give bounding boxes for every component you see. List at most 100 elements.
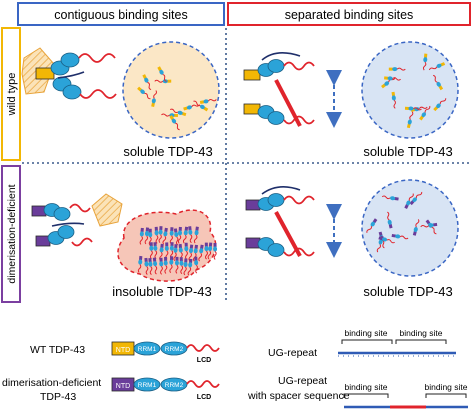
mini-molecule xyxy=(183,258,188,276)
mini-molecule xyxy=(213,242,218,260)
mini-molecule xyxy=(179,257,184,275)
mini-molecule xyxy=(199,99,217,104)
column-header-contiguous: contiguous binding sites xyxy=(17,2,225,26)
mini-molecule xyxy=(157,66,167,82)
mini-molecule xyxy=(163,256,168,274)
contiguous-header-frame xyxy=(17,2,225,26)
dimerisation-frame xyxy=(1,165,21,303)
legend-lcd-label: LCD xyxy=(197,394,211,401)
rna-strand xyxy=(57,71,85,79)
legend-rrm2-label: RRM2 xyxy=(165,382,184,389)
lcd-tail xyxy=(283,195,315,205)
legend-wt-label: WT TDP-43 xyxy=(30,344,85,356)
mini-molecule xyxy=(151,90,158,107)
mini-molecule xyxy=(422,53,428,71)
mini-molecule xyxy=(419,105,431,121)
mini-molecule xyxy=(182,226,189,244)
rrm-domain xyxy=(267,243,285,257)
wild-type-frame xyxy=(1,27,21,161)
rrm-domain xyxy=(267,193,285,207)
mini-molecule xyxy=(137,255,143,273)
mini-molecule xyxy=(381,77,396,89)
panel-top-right: soluble TDP-43 xyxy=(243,41,459,159)
mini-molecule xyxy=(404,106,422,111)
oligomer-hatch xyxy=(91,193,123,227)
mini-molecule xyxy=(173,228,179,246)
legend-rrm1 xyxy=(133,341,161,356)
rrm-domain xyxy=(60,52,80,68)
lcd-tail xyxy=(69,203,91,213)
rrm-domain xyxy=(57,225,75,239)
binding-site-bracket xyxy=(341,339,393,344)
molecule-cluster xyxy=(366,191,438,253)
binding-site-label: binding site xyxy=(399,328,442,338)
mini-molecule xyxy=(148,258,153,275)
mini-molecule xyxy=(144,227,150,245)
legend-ug-spacer-label-line1: UG-repeat xyxy=(278,375,327,387)
binding-site-bracket xyxy=(425,393,467,398)
legend-dd-construct: NTD RRM1 RRM2 LCD xyxy=(111,377,220,401)
legend-rrm1 xyxy=(133,377,161,392)
ntd-domain xyxy=(243,69,261,81)
mini-molecule xyxy=(387,211,393,229)
lcd-tail xyxy=(79,89,117,99)
mini-molecule xyxy=(162,227,168,245)
mini-molecule xyxy=(384,76,401,81)
panel-label: soluble TDP-43 xyxy=(363,284,452,299)
mini-molecule xyxy=(433,74,444,91)
mini-molecule xyxy=(378,236,395,244)
mini-molecule xyxy=(169,227,174,245)
mini-molecule xyxy=(174,256,179,274)
separated-header-label: separated binding sites xyxy=(285,8,414,22)
legend-wt-construct: NTD RRM1 RRM2 LCD xyxy=(111,341,220,364)
mini-molecule xyxy=(164,242,169,260)
mini-molecule xyxy=(139,227,144,245)
rrm-domain xyxy=(53,207,71,221)
mini-molecule xyxy=(142,74,152,91)
molecule-cluster xyxy=(381,53,447,129)
legend-dd-label-line2: TDP-43 xyxy=(40,391,76,403)
mini-molecule xyxy=(158,226,163,243)
legend-ntd-label: NTD xyxy=(116,383,130,390)
mini-molecule xyxy=(177,226,183,244)
mini-molecule xyxy=(428,62,446,71)
legend: WT TDP-43 NTD RRM1 RRM2 LCD dimerisation… xyxy=(2,328,468,409)
legend-rrm2 xyxy=(160,341,188,356)
legend-rrm1-label: RRM1 xyxy=(138,346,157,353)
mini-molecule xyxy=(187,258,193,276)
row-label-wild-type: wild type xyxy=(1,27,21,161)
molecule-cluster xyxy=(137,66,217,131)
legend-ntd-label: NTD xyxy=(116,347,130,354)
mini-molecule xyxy=(433,98,447,112)
binding-site-bracket xyxy=(343,393,389,398)
legend-ug-spacer-rna: binding site binding site xyxy=(343,382,468,409)
lcd-tail xyxy=(71,237,93,247)
legend-ug-spacer-label-line2: with spacer sequence xyxy=(247,390,350,402)
mini-molecule xyxy=(188,244,194,262)
molecule-cluster xyxy=(137,226,218,276)
mini-molecule xyxy=(194,256,199,274)
mini-molecule xyxy=(183,104,200,111)
lcd-tail xyxy=(283,61,315,71)
mini-molecule xyxy=(152,257,158,275)
rna-strand xyxy=(261,52,301,61)
mini-molecule xyxy=(188,226,193,244)
mini-molecule xyxy=(207,242,213,260)
ntd-domain xyxy=(243,103,261,115)
mini-molecule xyxy=(204,242,209,260)
mini-molecule xyxy=(406,111,414,129)
rrm-domain xyxy=(62,84,82,100)
legend-lcd-wave xyxy=(186,344,220,352)
mini-molecule xyxy=(404,193,414,209)
panel-bottom-right: soluble TDP-43 xyxy=(245,179,459,299)
rrm-domain xyxy=(267,59,285,73)
legend-lcd-wave xyxy=(186,380,220,388)
legend-ug-repeat-label: UG-repeat xyxy=(268,347,317,359)
mini-molecule xyxy=(381,195,399,201)
mini-molecule xyxy=(391,233,409,240)
panel-label: insoluble TDP-43 xyxy=(112,284,211,299)
panel-label: soluble TDP-43 xyxy=(363,144,452,159)
mini-molecule xyxy=(173,244,178,262)
